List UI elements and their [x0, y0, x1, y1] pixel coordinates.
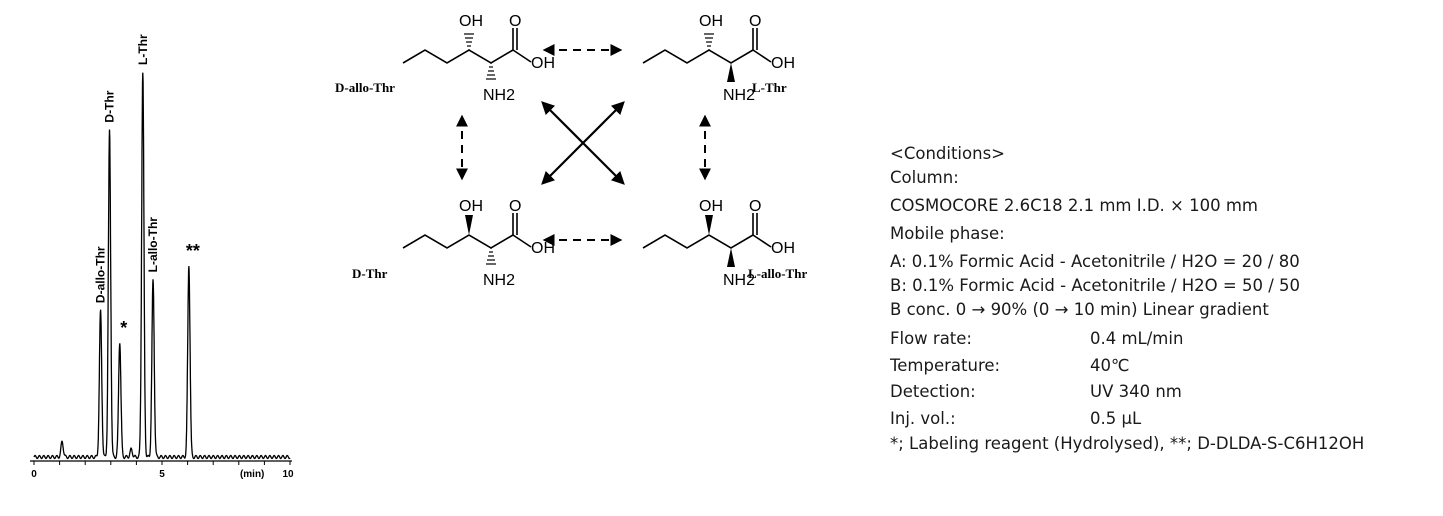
- param-key: Detection:: [890, 382, 976, 401]
- svg-text:NH2: NH2: [723, 87, 755, 104]
- column-value: COSMOCORE 2.6C18 2.1 mm I.D. × 100 mm: [890, 196, 1258, 215]
- svg-text:OH: OH: [531, 55, 555, 72]
- param-key: Flow rate:: [890, 329, 972, 348]
- peak-label: L-Thr: [136, 34, 150, 65]
- param-key: Inj. vol.:: [890, 408, 956, 428]
- peak-label: *: [120, 318, 127, 338]
- chromatogram-trace: [33, 72, 291, 460]
- svg-text:OH: OH: [459, 13, 483, 30]
- peak-label: L-allo-Thr: [146, 217, 160, 273]
- mobile-phase-label: Mobile phase:: [890, 224, 1005, 243]
- chromatogram: 0 5 10 (min) D-allo-Thr D-Thr * L-ThrL-allo-Th…: [30, 34, 294, 480]
- svg-text:NH2: NH2: [723, 272, 755, 289]
- x-tick-label: 5: [159, 469, 165, 480]
- param-key: Temperature:: [890, 355, 1001, 375]
- svg-text:OH: OH: [771, 55, 795, 72]
- svg-text:OH: OH: [771, 240, 795, 257]
- svg-text:OH: OH: [699, 198, 723, 215]
- svg-text:NH2: NH2: [483, 87, 515, 104]
- param-row: Flow rate: 0.4 mL/min: [890, 326, 1440, 353]
- param-row: Temperature: 40℃: [890, 353, 1440, 380]
- param-value: 0.4 mL/min: [1090, 329, 1184, 348]
- column-label: Column:: [890, 168, 959, 187]
- svg-text:O: O: [509, 198, 521, 215]
- svg-text:OH: OH: [531, 240, 555, 257]
- label-d-allo-thr: D-allo-Thr: [335, 80, 395, 95]
- solid-arrow-diag-2: [541, 101, 625, 185]
- mobile-phase-a: A: 0.1% Formic Acid - Acetonitrile / H2O…: [890, 252, 1300, 271]
- svg-text:OH: OH: [699, 13, 723, 30]
- molecule-d-allo-thr: OH O OH NH2: [402, 13, 555, 104]
- gradient-text: B conc. 0 → 90% (0 → 10 min) Linear grad…: [890, 300, 1269, 319]
- svg-text:NH2: NH2: [483, 272, 515, 289]
- param-value: 0.5 μL: [1090, 408, 1142, 428]
- param-row: Detection: UV 340 nm: [890, 379, 1440, 406]
- conditions-header: <Conditions>: [890, 144, 1005, 163]
- svg-text:O: O: [749, 198, 761, 215]
- mobile-phase-b: B: 0.1% Formic Acid - Acetonitrile / H2O…: [890, 276, 1301, 295]
- label-d-thr: D-Thr: [352, 266, 388, 281]
- molecule-l-thr: OH O OH NH2: [642, 13, 795, 104]
- footnote: *; Labeling reagent (Hydrolysed), **; D-…: [890, 434, 1365, 453]
- label-l-allo-thr: L-allo-Thr: [748, 266, 807, 281]
- svg-text:OH: OH: [459, 198, 483, 215]
- molecule-l-allo-thr: OH O OH NH2: [642, 198, 795, 289]
- label-l-thr: L-Thr: [752, 80, 787, 95]
- peak-label: **: [186, 241, 200, 261]
- x-tick-label: 10: [282, 469, 294, 480]
- peak-label: D-Thr: [103, 90, 117, 122]
- molecule-d-thr: OH O OH NH2: [402, 198, 555, 289]
- x-tick-label: 0: [31, 469, 37, 480]
- peak-label: D-allo-Thr: [94, 246, 108, 303]
- param-value: 40℃: [1090, 355, 1130, 375]
- param-row: Inj. vol.: 0.5 μL: [890, 406, 1440, 433]
- param-value: UV 340 nm: [1090, 382, 1182, 401]
- svg-text:O: O: [749, 13, 761, 30]
- x-axis-label: (min): [240, 469, 264, 480]
- svg-text:O: O: [509, 13, 521, 30]
- conditions-panel: <Conditions> Column: COSMOCORE 2.6C18 2.…: [890, 142, 1440, 456]
